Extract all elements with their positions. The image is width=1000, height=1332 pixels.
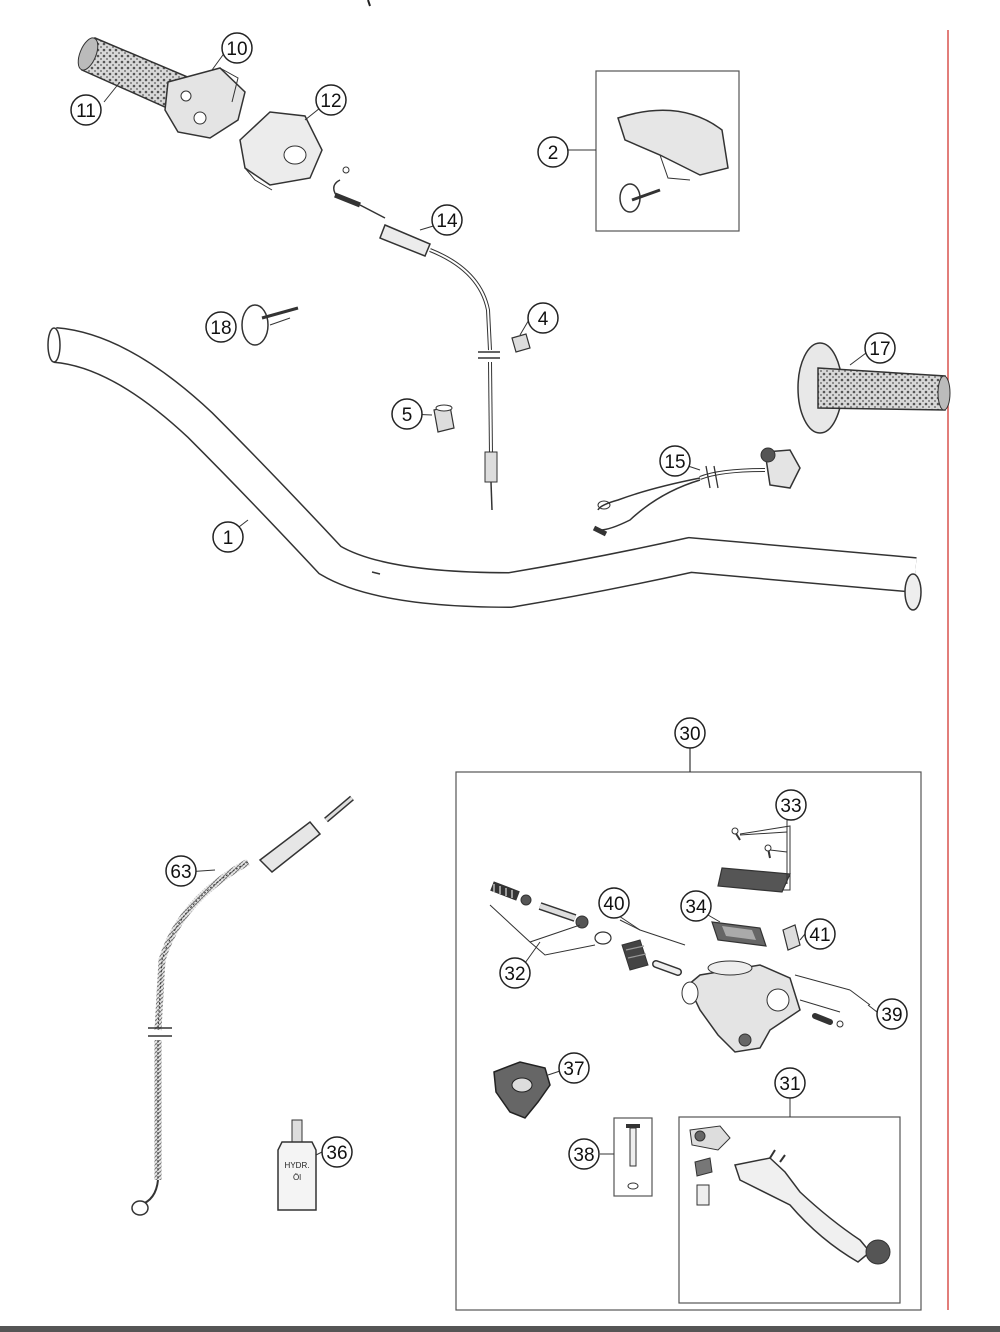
piston-boot	[619, 919, 686, 976]
callout-32: 32	[499, 957, 531, 989]
hydraulic-oil-bottle: HYDR. Öl	[277, 1119, 317, 1211]
callout-63-label: 63	[170, 862, 191, 883]
reservoir-cover	[717, 825, 791, 893]
callout-31: 31	[774, 1067, 806, 1099]
callout-11-label: 11	[76, 101, 96, 122]
callout-10: 10	[221, 32, 253, 64]
callout-15-label: 15	[664, 452, 685, 473]
bottle-label-line2: Öl	[293, 1173, 301, 1182]
callout-38-label: 38	[573, 1145, 594, 1166]
callout-15: 15	[659, 445, 691, 477]
callout-40-label: 40	[603, 894, 624, 915]
callout-17-label: 17	[869, 339, 890, 360]
lever-pin	[794, 974, 871, 1028]
callout-17: 17	[864, 332, 896, 364]
piston-kit	[489, 881, 612, 956]
callout-10-label: 10	[226, 39, 247, 60]
throttle-cover	[239, 111, 323, 191]
master-cylinder-protector	[493, 1061, 551, 1119]
cable-tie	[241, 304, 299, 346]
master-cylinder-assembly-box	[455, 771, 922, 1311]
callout-34: 34	[680, 890, 712, 922]
callout-30-label: 30	[679, 724, 700, 745]
bottle-label-line1: HYDR.	[285, 1161, 310, 1170]
callout-2-label: 2	[548, 143, 559, 164]
callout-63: 63	[165, 855, 197, 887]
callout-1-label: 1	[223, 528, 234, 549]
callout-32-label: 32	[504, 964, 525, 985]
reservoir-diaphragm	[711, 921, 767, 947]
master-cylinder-body	[681, 960, 801, 1053]
callout-33: 33	[775, 789, 807, 821]
callout-5-label: 5	[402, 405, 413, 426]
callout-37-label: 37	[563, 1059, 584, 1080]
part-38-inset	[613, 1117, 653, 1197]
callout-39-label: 39	[881, 1005, 902, 1026]
callout-14: 14	[431, 204, 463, 236]
callout-40: 40	[598, 887, 630, 919]
callout-11: 11	[70, 94, 102, 126]
callout-1: 1	[212, 521, 244, 553]
callout-5: 5	[391, 398, 423, 430]
callout-34-label: 34	[685, 897, 707, 918]
bottom-bar	[0, 1326, 1000, 1332]
callout-39: 39	[876, 998, 908, 1030]
part-31-inset	[678, 1116, 901, 1304]
part-4-nut	[511, 333, 531, 353]
top-edge-fragment	[367, 0, 371, 7]
callout-4-label: 4	[538, 309, 549, 330]
callout-14-label: 14	[436, 211, 458, 232]
part-5-fitting	[433, 404, 455, 433]
callout-38: 38	[568, 1138, 600, 1170]
sight-glass	[782, 924, 801, 951]
throttle-housing	[164, 67, 246, 139]
cable-connector	[333, 166, 361, 208]
callout-4: 4	[527, 302, 559, 334]
brake-hose	[131, 795, 354, 1216]
kill-switch	[592, 447, 801, 537]
throttle-cable	[359, 204, 500, 511]
callout-37: 37	[558, 1052, 590, 1084]
handlebar	[47, 327, 922, 611]
part-2-inset	[595, 70, 740, 232]
left-grip	[797, 342, 951, 434]
callout-33-label: 33	[780, 796, 801, 817]
callout-2: 2	[537, 136, 569, 168]
callout-18: 18	[205, 311, 237, 343]
callout-31-label: 31	[779, 1074, 800, 1095]
callout-41-label: 41	[809, 925, 830, 946]
callout-36: 36	[321, 1136, 353, 1168]
callout-41: 41	[804, 918, 836, 950]
callout-12: 12	[315, 84, 347, 116]
callout-36-label: 36	[326, 1143, 347, 1164]
callout-18-label: 18	[210, 318, 231, 339]
callout-30: 30	[674, 717, 706, 749]
callout-12-label: 12	[320, 91, 341, 112]
